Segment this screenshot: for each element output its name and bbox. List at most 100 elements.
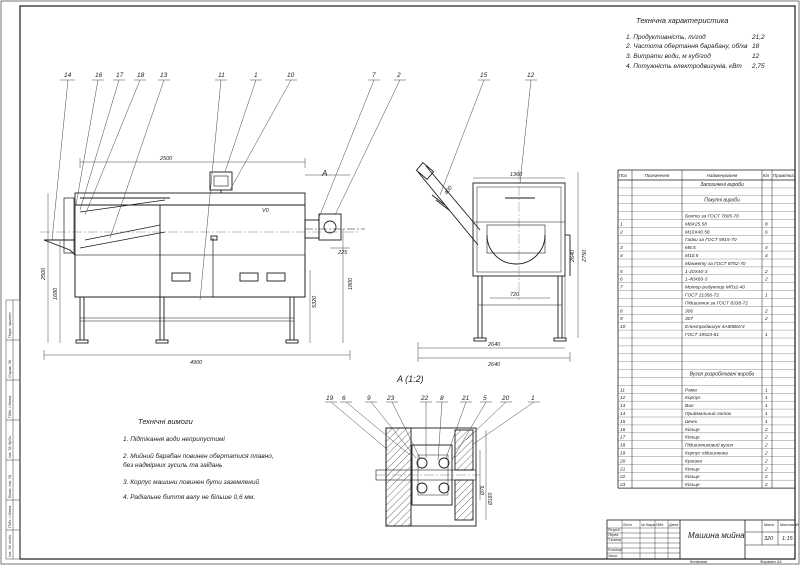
title-block-name: Машина мийна xyxy=(688,531,745,540)
table-cell-qty: 1 xyxy=(765,395,768,401)
table-cell-pos: 3 xyxy=(620,245,623,251)
table-cell-pos: 7 xyxy=(620,285,623,291)
tb-row-label: Н.контр. xyxy=(608,548,623,552)
table-header: Найменування xyxy=(707,172,738,178)
table-header: Поз xyxy=(619,173,627,178)
table-cell-qty: 2 xyxy=(764,451,768,457)
callout: 19 xyxy=(326,395,334,402)
dim-inner: 720 xyxy=(510,292,520,298)
callout: 16 xyxy=(95,72,103,79)
callout: 2 xyxy=(396,72,401,79)
table-cell-qty: 2 xyxy=(764,466,768,472)
callout: 1 xyxy=(531,395,535,402)
table-cell-name: Гайки за ГОСТ 5915-70 xyxy=(685,236,737,243)
callout: 15 xyxy=(480,72,488,79)
dim-width2: 2640 xyxy=(487,362,501,368)
callout: 5 xyxy=(483,395,487,402)
dim-low-height: 5320 xyxy=(312,295,318,308)
requirements-title: Технічні вимоги xyxy=(138,417,194,426)
callout: 10 xyxy=(287,72,295,79)
callout: 7 xyxy=(372,72,376,79)
front-view xyxy=(40,171,365,344)
callout: 11 xyxy=(218,72,225,79)
section-marker: A xyxy=(321,169,327,178)
title-scale-header: Масштаб xyxy=(780,522,799,527)
table-cell-pos: 14 xyxy=(620,411,626,417)
tech-specs-title: Технічна характеристика xyxy=(636,16,728,25)
footer-copied: Копіював xyxy=(690,559,707,564)
table-cell-qty: 4 xyxy=(765,245,768,251)
table-cell-pos: 16 xyxy=(620,427,626,433)
table-cell-name: Кільце xyxy=(685,427,700,433)
dim-d2: Ø180 xyxy=(488,493,494,506)
dim-total-length: 4900 xyxy=(190,360,203,366)
spec-value: 2,75 xyxy=(751,63,765,70)
title-scale: 1:15 xyxy=(782,536,794,542)
dim-angle: V0 xyxy=(262,208,270,214)
table-cell-qty: 2 xyxy=(764,316,768,322)
table-cell-name: Мотор-редуктор МПз2-40 xyxy=(685,285,745,291)
dim-d1: Ø76 xyxy=(480,485,486,496)
callout: 8 xyxy=(440,395,444,402)
requirement-item: 4. Радіальне биття валу не більше 0,6 мм… xyxy=(123,493,255,501)
table-cell-qty: 1 xyxy=(765,293,768,299)
spec-label: 1. Продуктивність, т/год xyxy=(626,33,706,41)
table-cell-name: Кільце xyxy=(685,466,700,472)
dim-offset: 225 xyxy=(337,250,348,256)
callout: 1 xyxy=(254,72,258,79)
spec-label: 4. Потужність електродвигунів, кВт xyxy=(626,62,742,70)
callout: 21 xyxy=(461,395,470,402)
table-cell-name: Приймальний лоток xyxy=(685,410,732,417)
side-view xyxy=(415,162,571,342)
table-cell-qty: 2 xyxy=(764,474,768,480)
strip-label: Перв. примен. xyxy=(7,311,12,338)
table-cell-pos: 20 xyxy=(619,458,626,464)
table-cell-name: 1-20Х40-3 xyxy=(685,269,708,275)
table-cell-pos: 2 xyxy=(619,229,623,235)
dim-total-height: 2500 xyxy=(41,267,47,281)
table-cell-pos: 1 xyxy=(620,221,623,227)
table-cell-name: М10.5 xyxy=(685,253,699,259)
table-cell-name: ГОСТ 21356-72 xyxy=(685,293,719,299)
table-cell-name: Болти за ГОСТ 7805-70 xyxy=(685,214,739,220)
spec-value: 12 xyxy=(752,53,760,60)
table-cell-pos: 19 xyxy=(620,451,626,457)
table-cell-name: Кільце xyxy=(685,482,700,488)
table-cell-name: ГОСТ 19523-81 xyxy=(685,332,719,338)
callout: 14 xyxy=(64,72,72,79)
table-cell-name: М8Х25.58 xyxy=(685,221,707,227)
table-cell-qty: 1 xyxy=(765,332,768,338)
table-cell-pos: 6 xyxy=(620,277,623,283)
table-cell-qty: 2 xyxy=(764,458,768,464)
table-cell-pos: 4 xyxy=(620,253,623,259)
title-block xyxy=(606,519,796,560)
table-cell-name: Кришка xyxy=(685,458,702,464)
table-cell-pos: 5 xyxy=(620,269,623,275)
strip-label: Інв. № подл. xyxy=(7,534,12,557)
callout: 22 xyxy=(420,395,429,402)
tb-row-label: Розроб. xyxy=(608,528,621,532)
left-strip xyxy=(5,299,21,560)
spec-label: 3. Витрати води, м куб/год xyxy=(626,52,711,60)
table-cell-name: Кільце xyxy=(685,474,700,480)
callout: 18 xyxy=(137,72,145,79)
table-cell-pos: 18 xyxy=(620,443,626,449)
table-cell-qty: 4 xyxy=(765,253,768,259)
table-cell-qty: 1 xyxy=(765,403,768,409)
dim-width1: 2640 xyxy=(487,342,501,348)
requirement-item: 2. Мийний барабан повинен обертатися пла… xyxy=(122,452,274,460)
dim-body-height: 1680 xyxy=(53,287,59,300)
requirement-item: без надмірних зусиль та заїдань xyxy=(123,461,223,469)
spec-label: 2. Частота обертання барабану, об/хв xyxy=(625,42,748,50)
table-cell-name: М10Х40.58 xyxy=(685,229,710,235)
dim-angle: 400 xyxy=(444,184,455,196)
table-header: Позначення xyxy=(645,173,670,178)
table-cell-name: Рама xyxy=(685,387,697,393)
table-header: Примітка xyxy=(773,173,794,178)
requirement-item: 3. Корпус машини повинен бути заземлений xyxy=(123,478,259,486)
strip-label: Підп. і дата xyxy=(7,395,12,418)
table-cell-name: Кільце xyxy=(685,435,700,441)
table-cell-qty: 1 xyxy=(765,387,768,393)
tb-col-label: Дата xyxy=(668,523,678,527)
dim-axis-height: 1800 xyxy=(348,277,354,290)
